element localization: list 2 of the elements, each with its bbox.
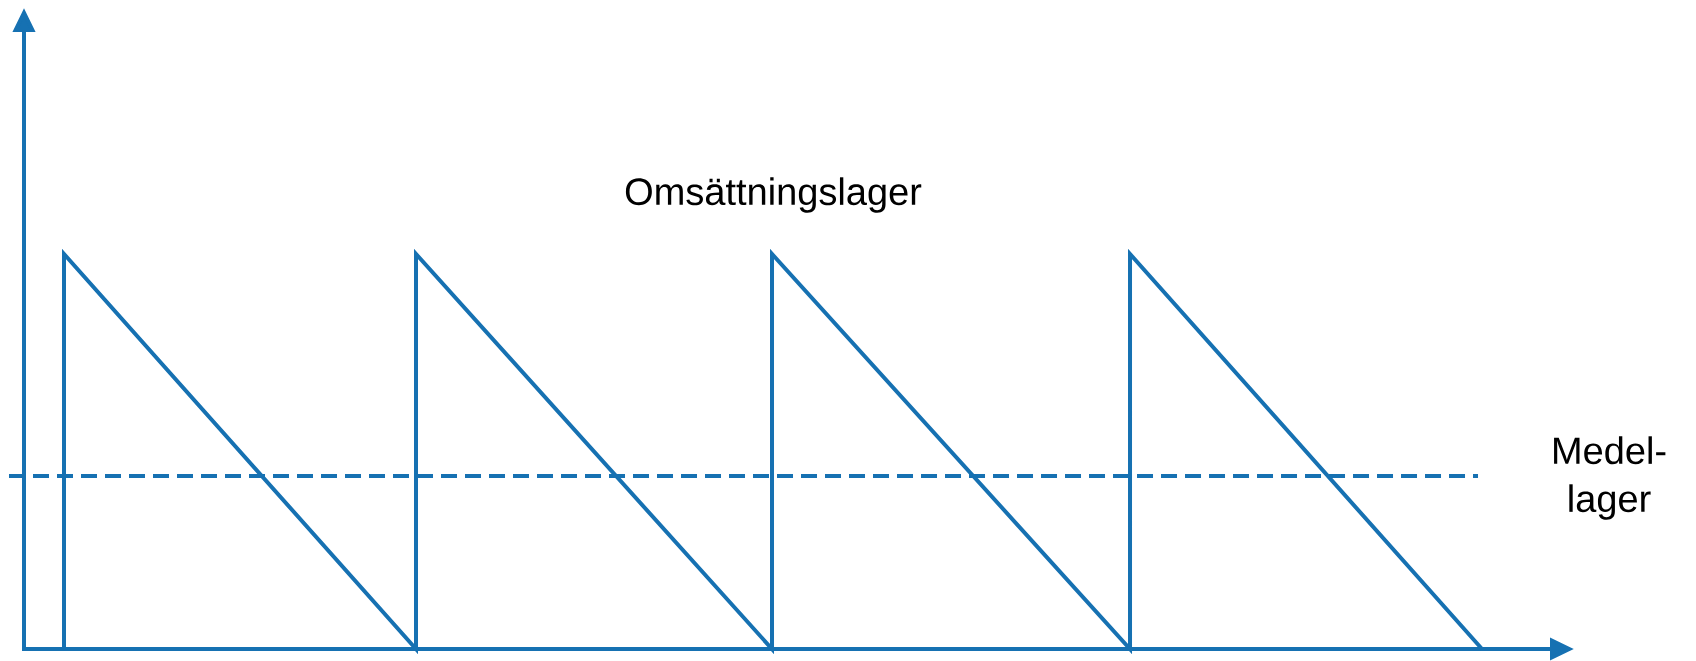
- chart-label: Omsättningslager: [625, 177, 922, 213]
- chart-label: Medel- lager: [1554, 436, 1666, 520]
